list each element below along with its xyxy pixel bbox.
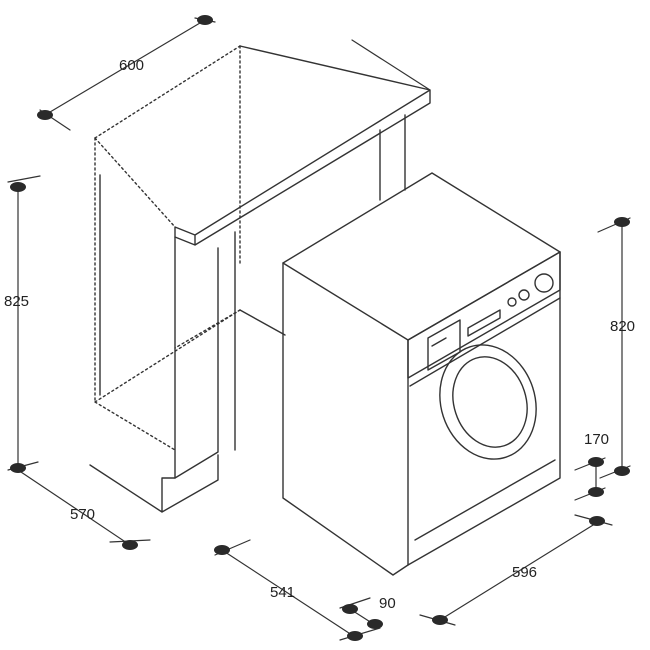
machine-front [407, 251, 561, 566]
label-plinth-recess: 90 [379, 595, 396, 612]
marker-dot [122, 540, 138, 550]
marker-dot [342, 604, 358, 614]
control-knob-small-1 [507, 297, 517, 307]
cabinet-floor-line [239, 309, 286, 336]
marker-dot [614, 217, 630, 227]
kitchen-cabinet [89, 45, 431, 513]
machine-kickplate [414, 459, 556, 541]
marker-dot [432, 615, 448, 625]
dim-line-600 [39, 17, 216, 131]
marker-dot [347, 631, 363, 641]
marker-dot [588, 457, 604, 467]
marker-dot [589, 516, 605, 526]
dim-extension-top-right [351, 39, 431, 91]
marker-dot [214, 545, 230, 555]
label-cabinet-height: 825 [4, 293, 29, 310]
label-cabinet-width: 600 [119, 57, 144, 74]
label-cabinet-depth: 570 [70, 506, 95, 523]
worktop-back-edge [94, 45, 241, 139]
marker-dot [10, 463, 26, 473]
machine-door-outer [439, 344, 537, 460]
dimension-markers [10, 15, 630, 641]
label-plinth-height: 170 [584, 431, 609, 448]
marker-dot [588, 487, 604, 497]
cabinet-front-edges [99, 114, 406, 396]
marker-dot [614, 466, 630, 476]
marker-dot [10, 182, 26, 192]
dimension-lines [7, 17, 631, 641]
control-knob-small-2 [518, 289, 530, 301]
detergent-drawer [427, 319, 461, 371]
dim-line-541 [214, 539, 381, 641]
dim-line-825 [7, 175, 41, 471]
label-machine-depth: 541 [270, 584, 295, 601]
label-machine-width: 596 [512, 564, 537, 581]
label-machine-height: 820 [610, 318, 635, 335]
program-buttons [467, 309, 501, 337]
machine-top [282, 172, 561, 341]
machine-door-inner [452, 356, 528, 448]
marker-dot [367, 619, 383, 629]
cabinet-plinth [89, 454, 219, 513]
control-panel [407, 251, 561, 387]
marker-dot [197, 15, 213, 25]
marker-dot [37, 110, 53, 120]
program-dial [534, 273, 554, 293]
cabinet-side-panel [174, 231, 236, 479]
washing-machine [282, 172, 561, 576]
worktop [174, 45, 431, 246]
machine-side [282, 262, 409, 576]
cabinet-hidden-outline [94, 45, 241, 451]
